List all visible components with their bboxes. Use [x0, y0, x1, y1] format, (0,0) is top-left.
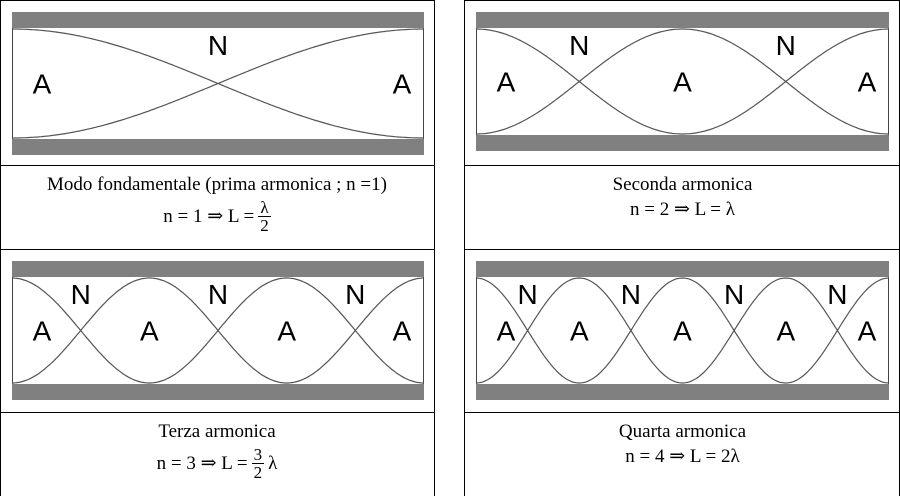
antinode-label: A	[776, 316, 795, 347]
antinode-label: A	[497, 316, 516, 347]
tube-wall-bottom	[12, 139, 424, 155]
fraction-numerator: 3	[251, 445, 265, 464]
fraction-denominator: 2	[253, 463, 263, 482]
wave-envelope-upper	[475, 277, 890, 384]
caption-third-harmonic: Terza armonica n = 3 ⇒ L = 3 2 λ	[0, 421, 434, 481]
wave-envelope-lower	[475, 277, 890, 384]
antinode-label: A	[33, 69, 52, 100]
node-label: N	[621, 279, 641, 310]
caption-title: Seconda armonica	[612, 174, 753, 195]
formula-fraction: λ 2	[258, 199, 271, 234]
antinode-label: A	[393, 316, 412, 347]
antinode-label: A	[858, 316, 877, 347]
caption-title: Quarta armonica	[618, 421, 747, 442]
wave-envelope-lower	[12, 277, 424, 384]
tube-wall-top	[476, 261, 889, 277]
tube-panel-fundamental: A A N	[12, 12, 424, 155]
antinode-label: A	[497, 67, 516, 98]
antinode-label: A	[393, 69, 412, 100]
formula-lhs: n = 1 ⇒ L =	[163, 205, 255, 227]
formula: n = 1 ⇒ L = λ 2	[163, 199, 271, 234]
formula-lhs: n = 3 ⇒ L =	[156, 452, 248, 474]
antinode-label: A	[673, 316, 692, 347]
caption-fourth-harmonic: Quarta armonica n = 4 ⇒ L = 2λ	[465, 421, 900, 468]
formula-suffix: λ	[268, 452, 278, 474]
tube-wall-bottom	[12, 384, 424, 400]
caption-fundamental: Modo fondamentale (prima armonica ; n =1…	[0, 174, 434, 234]
node-label: N	[569, 30, 589, 61]
node-label: N	[724, 279, 744, 310]
node-label: N	[208, 30, 228, 61]
node-label: N	[345, 279, 365, 310]
fraction-numerator: λ	[258, 198, 271, 217]
antinode-label: A	[277, 316, 296, 347]
formula: n = 3 ⇒ L = 3 2 λ	[157, 446, 278, 481]
formula-fraction: 3 2	[251, 445, 265, 482]
tube-wall-bottom	[476, 135, 889, 151]
formula: n = 4 ⇒ L = 2λ	[625, 446, 739, 468]
node-label: N	[517, 279, 537, 310]
node-label: N	[71, 279, 91, 310]
node-label: N	[827, 279, 847, 310]
wave-envelope-upper	[476, 28, 889, 135]
tube-wall-bottom	[476, 384, 889, 400]
formula: n = 2 ⇒ L = λ	[630, 199, 735, 221]
caption-title: Terza armonica	[158, 421, 276, 442]
fraction-denominator: 2	[260, 216, 269, 235]
formula-lhs: n = 2 ⇒ L = λ	[630, 199, 735, 220]
antinode-label: A	[673, 67, 692, 98]
tube-wall-top	[476, 12, 889, 28]
tube-panel-second-harmonic: A A A N N	[476, 12, 889, 151]
node-label: N	[776, 30, 796, 61]
antinode-label: A	[33, 316, 52, 347]
antinode-label: A	[570, 316, 589, 347]
tube-wall-top	[12, 261, 424, 277]
wave-envelope-lower	[12, 28, 424, 139]
wave-envelope-lower	[476, 28, 889, 135]
tube-wall-top	[12, 12, 424, 28]
antinode-label: A	[858, 67, 877, 98]
caption-title: Modo fondamentale (prima armonica ; n =1…	[47, 174, 387, 195]
caption-second-harmonic: Seconda armonica n = 2 ⇒ L = λ	[465, 174, 900, 221]
formula-lhs: n = 4 ⇒ L = 2λ	[625, 446, 740, 467]
antinode-label: A	[140, 316, 159, 347]
node-label: N	[208, 279, 228, 310]
